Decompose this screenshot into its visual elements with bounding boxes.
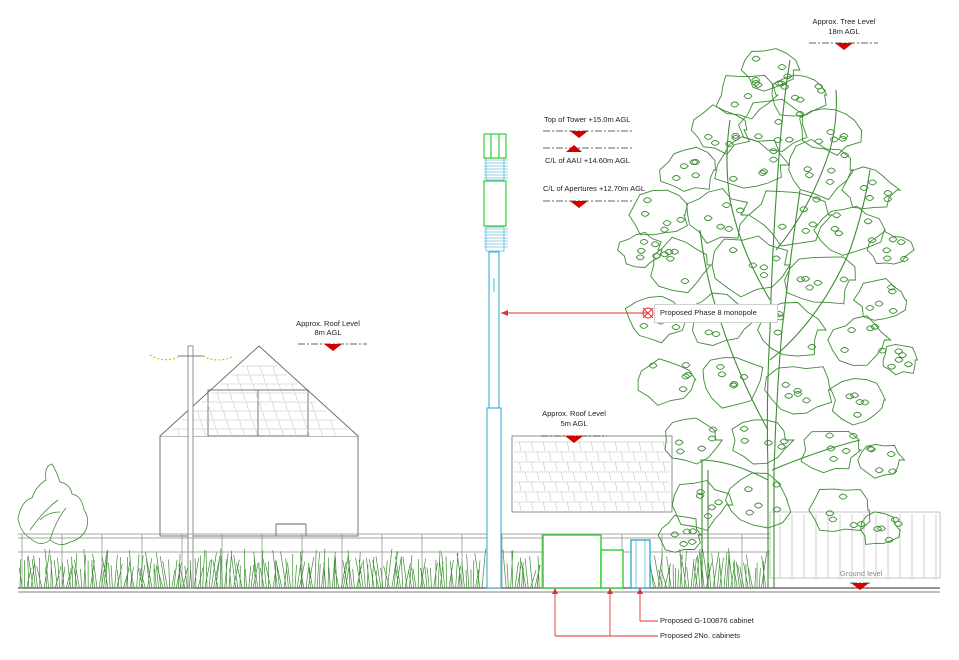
- roof-5m-label-1: Approx. Roof Level: [542, 409, 606, 418]
- monopole-callout-label: Proposed Phase 8 monopole: [660, 308, 757, 317]
- ground-level-label: Ground level: [840, 569, 883, 578]
- monopole-callout-box: [654, 304, 778, 323]
- roof-8m-label-2: 8m AGL: [314, 328, 342, 337]
- level-markers: [298, 42, 878, 590]
- cabinet-g-label: Proposed G-100876 cabinet: [660, 616, 754, 625]
- cabinet-green-small: [600, 549, 624, 589]
- cl-aau-label: C/L of AAU +14.60m AGL: [545, 156, 630, 165]
- cabinet-green-large: [542, 534, 602, 589]
- roof-8m-label-1: Approx. Roof Level: [296, 319, 360, 328]
- utility-pole: [149, 345, 235, 589]
- cabinets-2no-label: Proposed 2No. cabinets: [660, 631, 741, 640]
- tree-level-label-2: 18m AGL: [828, 27, 860, 36]
- cl-apertures-marker: [543, 200, 634, 208]
- roof-5m-marker: [541, 435, 607, 443]
- grass-strip: [18, 548, 769, 589]
- tree: [616, 48, 919, 588]
- top-of-tower-label: Top of Tower +15.0m AGL: [544, 115, 631, 124]
- building-right: [511, 435, 673, 513]
- roof-8m-marker: [298, 343, 367, 351]
- tree-level-label-1: Approx. Tree Level: [812, 17, 876, 26]
- tree-level-marker: [809, 42, 878, 50]
- ground-level-marker: [850, 582, 870, 590]
- fence: [18, 511, 941, 588]
- antenna-array: [483, 133, 507, 227]
- ground-line: [18, 587, 940, 593]
- leader-lines: [501, 307, 658, 637]
- roof-5m-label-2: 5m AGL: [560, 419, 588, 428]
- shrub-left: [17, 463, 88, 545]
- monopole: [484, 157, 508, 589]
- cl-aau-marker: [543, 145, 634, 152]
- top-of-tower-marker: [543, 130, 634, 138]
- cl-apertures-label: C/L of Apertures +12.70m AGL: [543, 184, 646, 193]
- cabinet-blue: [630, 539, 651, 589]
